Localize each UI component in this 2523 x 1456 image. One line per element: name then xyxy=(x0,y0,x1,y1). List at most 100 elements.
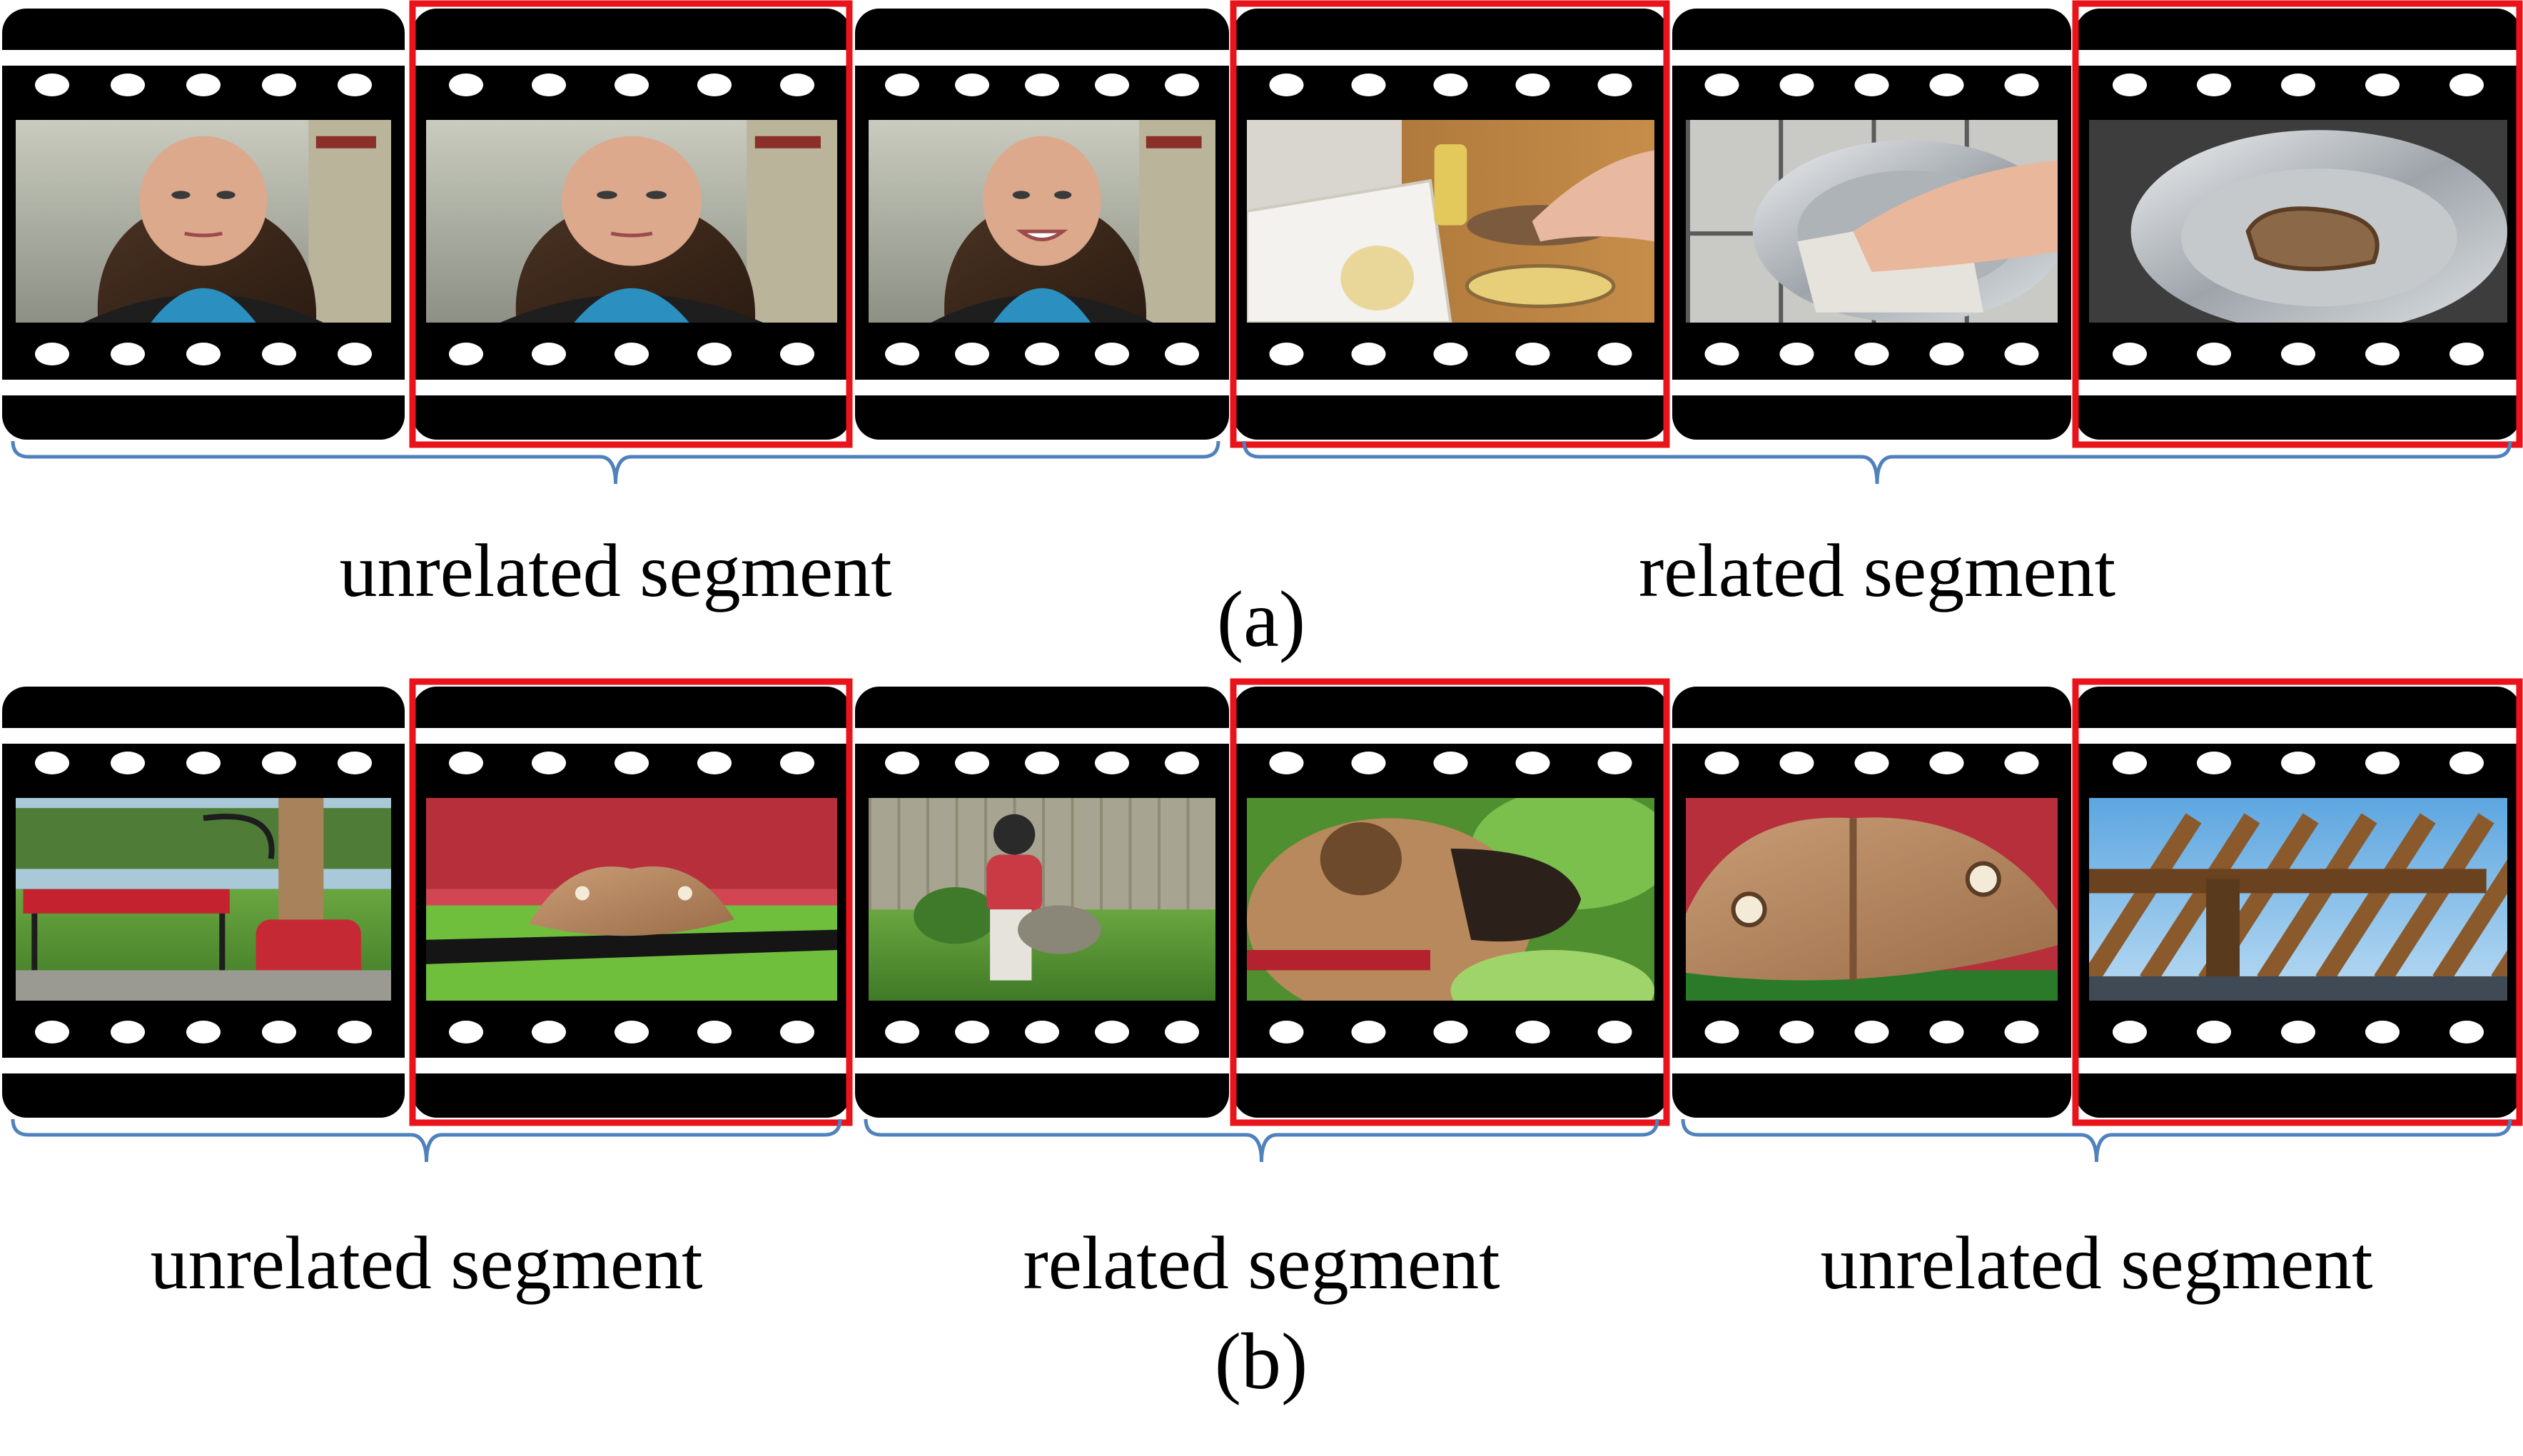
sprocket-hole xyxy=(1433,1021,1468,1043)
sprocket-hole xyxy=(1597,343,1632,365)
sprocket-hole xyxy=(1351,1021,1386,1043)
sprocket-hole xyxy=(1433,74,1468,96)
sprocket-hole xyxy=(2197,343,2231,365)
woman-talking-smiling-image xyxy=(869,120,1215,323)
sprocket-hole xyxy=(449,1021,483,1043)
sprocket-hole xyxy=(1095,752,1129,774)
sprocket-hole xyxy=(780,1021,814,1043)
panel-caption: (b) xyxy=(1215,1318,1308,1406)
highlight-box xyxy=(1230,0,1670,448)
highlight-box xyxy=(2072,678,2523,1126)
sprocket-hole xyxy=(1704,1021,1739,1043)
moth-closeup-image xyxy=(1686,798,2058,1001)
sprocket-hole xyxy=(1779,74,1814,96)
sprocket-hole xyxy=(2449,1021,2484,1043)
sprocket-hole xyxy=(1165,752,1199,774)
sprocket-hole xyxy=(615,752,649,774)
sprocket-hole xyxy=(1351,752,1386,774)
sprocket-hole xyxy=(1929,752,1964,774)
sprocket-hole xyxy=(532,74,566,96)
sprocket-hole xyxy=(1025,752,1059,774)
sprocket-hole xyxy=(2281,1021,2315,1043)
sprocket-hole xyxy=(111,74,145,96)
sprocket-hole xyxy=(697,752,732,774)
sprocket-hole xyxy=(955,752,989,774)
sprocket-hole xyxy=(2197,752,2231,774)
sprocket-hole xyxy=(955,343,989,365)
sprocket-hole xyxy=(111,343,145,365)
segment-label: unrelated segment xyxy=(1820,1221,2372,1305)
sprocket-hole xyxy=(262,74,296,96)
sprocket-hole xyxy=(532,1021,566,1043)
sprocket-hole xyxy=(2449,752,2484,774)
sprocket-hole xyxy=(615,74,649,96)
sprocket-hole xyxy=(1929,343,1964,365)
sprocket-hole xyxy=(449,74,483,96)
sprocket-hole xyxy=(1854,1021,1889,1043)
sprocket-hole xyxy=(338,74,372,96)
segment-label: related segment xyxy=(1023,1221,1500,1305)
sprocket-hole xyxy=(35,343,69,365)
sprocket-hole xyxy=(1929,74,1964,96)
sprocket-hole xyxy=(532,752,566,774)
sprocket-hole xyxy=(2365,752,2400,774)
sprocket-hole xyxy=(1515,752,1550,774)
sprocket-hole xyxy=(885,74,919,96)
sprocket-hole xyxy=(1269,343,1304,365)
sprocket-hole xyxy=(2004,1021,2039,1043)
segment-brace xyxy=(1242,440,2512,485)
segment-brace xyxy=(1681,1118,2512,1163)
sprocket-hole xyxy=(1779,752,1814,774)
sprocket-hole xyxy=(1779,1021,1814,1043)
sprocket-hole xyxy=(1025,1021,1059,1043)
sprocket-hole xyxy=(697,343,732,365)
sprocket-hole xyxy=(1704,752,1739,774)
segment-brace xyxy=(11,1118,842,1163)
sprocket-hole xyxy=(2004,752,2039,774)
highlight-box xyxy=(409,0,853,448)
sprocket-hole xyxy=(1854,74,1889,96)
sprocket-hole xyxy=(186,752,221,774)
sprocket-hole xyxy=(1095,1021,1129,1043)
sprocket-hole xyxy=(2281,74,2315,96)
sprocket-hole xyxy=(1165,1021,1199,1043)
sprocket-hole xyxy=(2197,1021,2231,1043)
sprocket-hole xyxy=(885,343,919,365)
sprocket-hole xyxy=(1704,74,1739,96)
sprocket-hole xyxy=(2113,1021,2147,1043)
hand-wiping-pan-on-stove-image xyxy=(1686,120,2058,323)
sprocket-hole xyxy=(186,74,221,96)
sprocket-hole xyxy=(1165,343,1199,365)
sprocket-hole xyxy=(1025,74,1059,96)
highlight-box xyxy=(409,678,853,1126)
segment-brace xyxy=(864,1118,1659,1163)
sprocket-hole xyxy=(2365,1021,2400,1043)
sprocket-hole xyxy=(697,74,732,96)
sprocket-hole xyxy=(615,343,649,365)
segment-label: unrelated segment xyxy=(339,529,891,612)
sprocket-hole xyxy=(35,1021,69,1043)
sprocket-hole xyxy=(1597,1021,1632,1043)
highlight-box xyxy=(1230,678,1670,1126)
sprocket-hole xyxy=(1779,343,1814,365)
spreading-butter-on-bread-image xyxy=(1247,120,1654,323)
panel-caption: (a) xyxy=(1217,575,1305,664)
sprocket-hole xyxy=(1929,1021,1964,1043)
sprocket-hole xyxy=(1433,343,1468,365)
sprocket-hole xyxy=(1704,343,1739,365)
sprocket-hole xyxy=(2281,752,2315,774)
sprocket-hole xyxy=(1095,343,1129,365)
bread-in-pan-image xyxy=(2089,120,2507,323)
sprocket-hole xyxy=(111,1021,145,1043)
sprocket-hole xyxy=(338,1021,372,1043)
sprocket-hole xyxy=(885,752,919,774)
moth-on-red-cushion-image xyxy=(426,798,837,1001)
sprocket-hole xyxy=(1854,752,1889,774)
sprocket-hole xyxy=(1854,343,1889,365)
sprocket-hole xyxy=(262,752,296,774)
sprocket-hole xyxy=(780,343,814,365)
sprocket-hole xyxy=(2365,343,2400,365)
sprocket-hole xyxy=(2365,74,2400,96)
woman-talking-slight-smile-image xyxy=(426,120,837,323)
sprocket-hole xyxy=(1597,752,1632,774)
